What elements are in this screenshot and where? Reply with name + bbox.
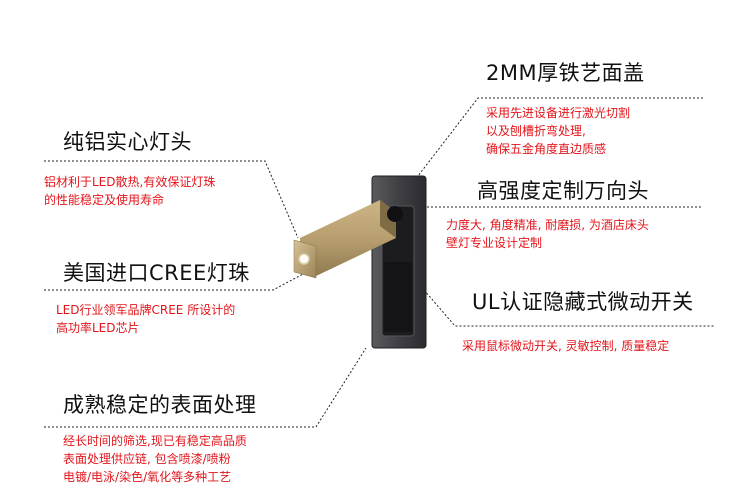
feature-desc-chip: LED行业领军品牌CREE 所设计的 高功率LED芯片 [56, 301, 235, 337]
feature-desc-line: 以及刨槽折弯处理, [486, 124, 586, 138]
leader-line-switch [423, 289, 714, 327]
feature-desc-head: 铝材利于LED散热,有效保证灯珠 的性能稳定及使用寿命 [44, 173, 215, 209]
feature-desc-line: 电镀/电泳/染色/氧化等多种工艺 [63, 470, 232, 484]
feature-title-switch: UL认证隐藏式微动开关 [472, 290, 694, 314]
feature-title-chip: 美国进口CREE灯珠 [63, 261, 250, 285]
leader-line-chip [44, 272, 306, 291]
feature-desc-surface: 经长时间的筛选,现已有稳定高品质 表面处理供应链, 包含喷漆/喷粉 电镀/电泳/… [63, 432, 247, 486]
feature-desc-line: 经长时间的筛选,现已有稳定高品质 [63, 434, 247, 448]
feature-title-head: 纯铝实心灯头 [63, 130, 192, 154]
feature-title-cover: 2MM厚铁艺面盖 [486, 61, 645, 85]
feature-desc-line: 高功率LED芯片 [56, 321, 140, 335]
leader-line-head [44, 160, 299, 239]
feature-desc-cover: 采用先进设备进行激光切割 以及刨槽折弯处理, 确保五金角度直边质感 [486, 104, 630, 158]
feature-desc-line: 的性能稳定及使用寿命 [44, 193, 165, 207]
feature-desc-line: 确保五金角度直边质感 [486, 142, 607, 156]
lamp-arm [300, 200, 403, 276]
feature-title-rotation: 高强度定制万向头 [477, 179, 649, 203]
leader-line-cover [417, 97, 703, 177]
feature-desc-line: 采用先进设备进行激光切割 [486, 106, 631, 120]
leader-line-surface [44, 347, 367, 428]
feature-desc-line: 表面处理供应链, 包含喷漆/喷粉 [63, 452, 231, 466]
feature-desc-rotation: 力度大, 角度精准, 耐磨损, 为酒店床头 壁灯专业设计定制 [446, 216, 649, 252]
feature-desc-line: 铝材利于LED散热,有效保证灯珠 [44, 175, 216, 189]
feature-title-surface: 成熟稳定的表面处理 [63, 393, 257, 417]
feature-desc-line: LED行业领军品牌CREE 所设计的 [56, 303, 236, 317]
feature-desc-line: 采用鼠标微动开关, 灵敏控制, 质量稳定 [462, 339, 670, 353]
feature-desc-switch: 采用鼠标微动开关, 灵敏控制, 质量稳定 [462, 337, 669, 355]
feature-desc-line: 力度大, 角度精准, 耐磨损, 为酒店床头 [446, 218, 649, 232]
feature-desc-line: 壁灯专业设计定制 [446, 236, 543, 250]
lamp-head [293, 239, 317, 279]
